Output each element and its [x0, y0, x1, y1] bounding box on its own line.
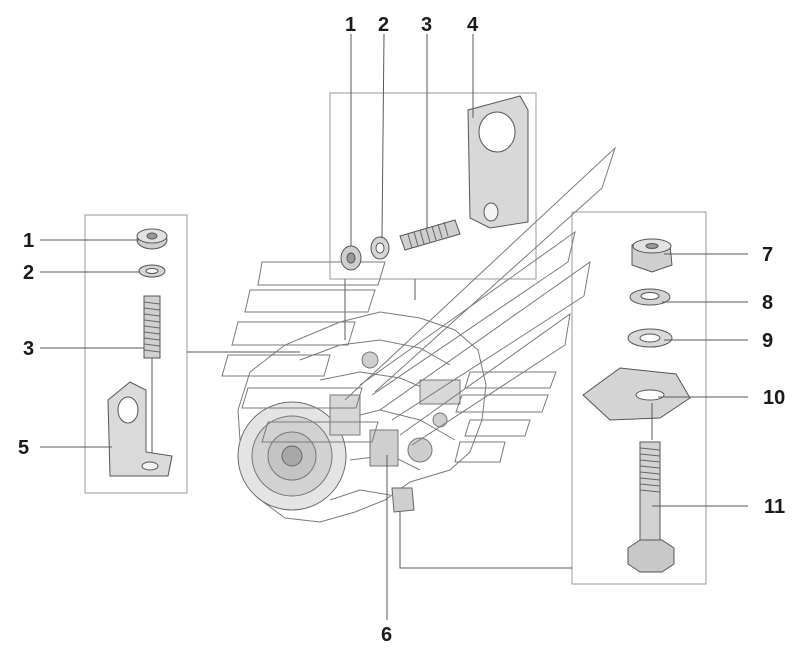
right-plate	[582, 367, 691, 421]
callout-right-10: 10	[763, 387, 785, 409]
right-detail-frame	[571, 211, 707, 585]
left-stud	[143, 295, 161, 359]
frame-connector-lines	[187, 279, 572, 569]
right-bolt	[627, 441, 675, 573]
gearbox-assembly	[237, 311, 487, 523]
callout-right-9: 9	[762, 330, 773, 352]
right-nut	[631, 238, 673, 273]
callout-top-1: 1	[345, 14, 356, 36]
top-bracket	[467, 95, 529, 229]
callout-right-7: 7	[762, 244, 773, 266]
callout-left-3: 3	[23, 338, 34, 360]
top-nut	[340, 245, 362, 271]
top-washer	[370, 236, 390, 260]
callout-right-11: 11	[764, 496, 785, 518]
right-flat-washer	[627, 328, 673, 348]
callout-top-4: 4	[467, 14, 479, 36]
right-lock-washer	[629, 288, 671, 306]
left-washer	[138, 264, 166, 278]
reference-arrow-overlays	[221, 146, 617, 463]
callout-left-2: 2	[23, 262, 34, 284]
left-detail-frame	[84, 214, 188, 494]
callout-right-8: 8	[762, 292, 773, 314]
left-bracket	[107, 381, 173, 477]
top-detail-frame	[329, 92, 537, 280]
callout-top-3: 3	[421, 14, 432, 36]
callout-top-2: 2	[378, 14, 389, 36]
top-stud	[399, 219, 461, 251]
callout-left-5: 5	[18, 437, 29, 459]
left-nut	[136, 228, 168, 250]
callout-bottom-6: 6	[381, 624, 392, 646]
callout-left-1: 1	[23, 230, 34, 252]
